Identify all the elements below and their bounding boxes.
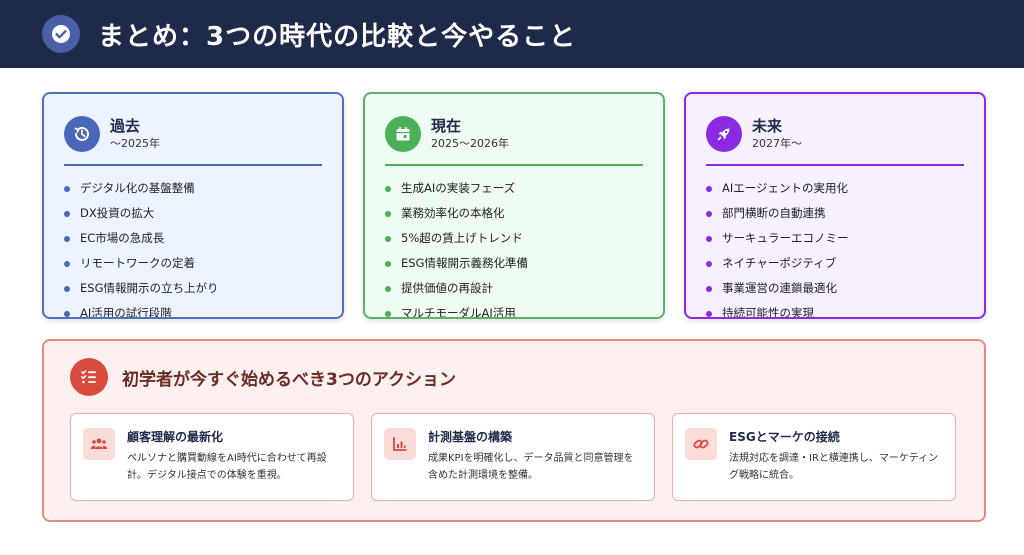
- era-period: 2025〜2026年: [431, 137, 509, 150]
- list-item: DX投資の拡大: [64, 201, 322, 226]
- era-title: 現在: [431, 117, 462, 135]
- era-title: 未来: [752, 117, 783, 135]
- era-list: 生成AIの実装フェーズ 業務効率化の本格化 5%超の賃上げトレンド ESG情報開…: [385, 176, 643, 317]
- era-period: 2027年〜: [752, 137, 802, 150]
- list-item: サーキュラーエコノミー: [706, 226, 964, 251]
- list-item: ネイチャーポジティブ: [706, 251, 964, 276]
- list-item: 部門横断の自動連携: [706, 201, 964, 226]
- list-item: 業務効率化の本格化: [385, 201, 643, 226]
- action-card-customer: 顧客理解の最新化 ペルソナと購買動線をAI時代に合わせて再設計。デジタル接点での…: [70, 413, 354, 501]
- list-item: 生成AIの実装フェーズ: [385, 176, 643, 201]
- era-list: AIエージェントの実用化 部門横断の自動連携 サーキュラーエコノミー ネイチャー…: [706, 176, 964, 317]
- header-bar: まとめ：3つの時代の比較と今やること: [0, 0, 1024, 68]
- list-item: EC市場の急成長: [64, 226, 322, 251]
- action-desc: 成果KPIを明確化し、データ品質と同意管理を含めた計測環境を整備。: [428, 453, 634, 481]
- divider: [64, 164, 322, 166]
- action-title: ESGとマーケの接続: [729, 430, 840, 444]
- list-item: ESG情報開示義務化準備: [385, 251, 643, 276]
- list-item: マルチモーダルAI活用: [385, 301, 643, 317]
- era-list: デジタル化の基盤整備 DX投資の拡大 EC市場の急成長 リモートワークの定着 E…: [64, 176, 322, 317]
- era-card-present: 現在 2025〜2026年 生成AIの実装フェーズ 業務効率化の本格化 5%超の…: [363, 92, 665, 319]
- era-card-future: 未来 2027年〜 AIエージェントの実用化 部門横断の自動連携 サーキュラーエ…: [684, 92, 986, 319]
- checklist-icon: [70, 358, 108, 396]
- era-card-past: 過去 〜2025年 デジタル化の基盤整備 DX投資の拡大 EC市場の急成長 リモ…: [42, 92, 344, 319]
- calendar-icon: [385, 116, 421, 152]
- history-icon: [64, 116, 100, 152]
- list-item: 事業運営の連鎖最適化: [706, 276, 964, 301]
- era-title: 過去: [110, 117, 141, 135]
- chart-icon: [384, 428, 416, 460]
- list-item: AI活用の試行段階: [64, 301, 322, 317]
- era-period: 〜2025年: [110, 137, 160, 150]
- page-title: まとめ：3つの時代の比較と今やること: [98, 21, 577, 52]
- divider: [706, 164, 964, 166]
- list-item: ESG情報開示の立ち上がり: [64, 276, 322, 301]
- list-item: 5%超の賃上げトレンド: [385, 226, 643, 251]
- action-desc: 法規対応を調達・IRと横連携し、マーケティング戦略に統合。: [729, 453, 939, 481]
- list-item: AIエージェントの実用化: [706, 176, 964, 201]
- action-title: 顧客理解の最新化: [127, 430, 224, 444]
- check-circle-icon: [42, 15, 80, 53]
- list-item: デジタル化の基盤整備: [64, 176, 322, 201]
- link-icon: [685, 428, 717, 460]
- actions-title: 初学者が今すぐ始めるべき3つのアクション: [122, 369, 456, 390]
- divider: [385, 164, 643, 166]
- list-item: リモートワークの定着: [64, 251, 322, 276]
- action-title: 計測基盤の構築: [428, 430, 513, 444]
- users-icon: [83, 428, 115, 460]
- actions-panel: 初学者が今すぐ始めるべき3つのアクション 顧客理解の最新化 ペルソナと購買動線を…: [42, 339, 986, 522]
- list-item: 持続可能性の実現: [706, 301, 964, 317]
- action-card-measurement: 計測基盤の構築 成果KPIを明確化し、データ品質と同意管理を含めた計測環境を整備…: [371, 413, 655, 501]
- action-card-esg: ESGとマーケの接続 法規対応を調達・IRと横連携し、マーケティング戦略に統合。: [672, 413, 956, 501]
- rocket-icon: [706, 116, 742, 152]
- action-desc: ペルソナと購買動線をAI時代に合わせて再設計。デジタル接点での体験を重視。: [127, 453, 327, 481]
- list-item: 提供価値の再設計: [385, 276, 643, 301]
